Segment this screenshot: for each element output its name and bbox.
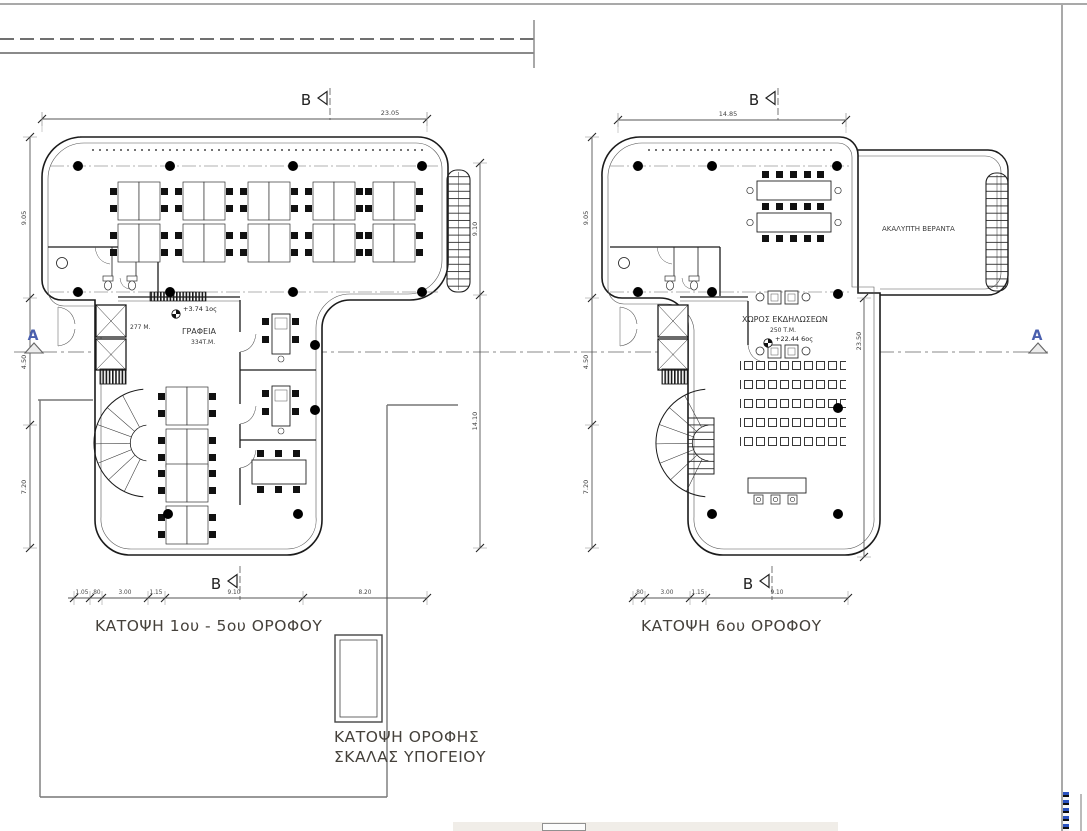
level-mark: +3.74 1ος	[183, 305, 217, 313]
right-plan: ΑΚΑΛΥΠΤΗ ΒΕΡΑΝΤΑ +22.44 6ος ΧΩΡΟΣ ΕΚΔΗΛΩ…	[601, 136, 1009, 556]
sheet-border	[0, 3, 1087, 831]
dim-label: 1.05	[76, 590, 89, 596]
section-b-arrow-icon	[226, 573, 238, 589]
bottom-ui-button[interactable]	[542, 823, 586, 831]
dim-label: 14.85	[719, 110, 738, 118]
dim-label: 14.10	[471, 412, 479, 431]
interior-walls	[680, 296, 765, 363]
section-a-arrow-icon	[23, 342, 45, 354]
level-marker-icon	[171, 309, 181, 319]
bottom-ui-strip	[453, 822, 838, 831]
theater-seats	[740, 361, 846, 447]
level-mark: +22.44 6ος	[775, 335, 813, 343]
dim-label: 9.05	[582, 211, 590, 225]
section-b-bottom-left: B	[211, 575, 221, 593]
dim-label: 8.20	[359, 590, 372, 596]
section-b-top-right: B	[749, 91, 759, 109]
room-label: ΓΡΑΦΕΙΑ	[182, 327, 216, 336]
veranda-label: ΑΚΑΛΥΠΤΗ ΒΕΡΑΝΤΑ	[882, 225, 955, 233]
straight-stair	[687, 417, 715, 475]
dim-label: 4.50	[20, 355, 28, 369]
dim-label: 7.20	[20, 480, 28, 494]
event-hall-furniture	[740, 170, 846, 505]
dim-label: 4.50	[582, 355, 590, 369]
core-area: 277 Μ.	[130, 324, 151, 331]
stair-roof-title-line1: ΚΑΤΟΨΗ ΟΡΟΦΗΣ	[334, 728, 479, 746]
dim-label: 9.05	[20, 211, 28, 225]
dim-label: 9.10	[771, 590, 784, 596]
cad-dashed-line-artifact	[1063, 792, 1069, 831]
dim-label: 3.00	[661, 590, 674, 596]
site-boundary	[0, 20, 535, 798]
dim-label: 1.15	[150, 590, 163, 596]
podium-table	[747, 477, 807, 494]
dim-label: .80	[91, 590, 101, 596]
columns	[633, 161, 843, 519]
dim-label: .80	[634, 590, 644, 596]
stair-roof-title-line2: ΣΚΑΛΑΣ ΥΠΟΓΕΙΟΥ	[334, 748, 486, 766]
room-label: ΧΩΡΟΣ ΕΚΔΗΛΩΣΕΩΝ	[742, 315, 828, 324]
dim-label: 3.00	[119, 590, 132, 596]
basement-stair-roof-plan: ΚΑΤΟΨΗ ΟΡΟΦΗΣ ΣΚΑΛΑΣ ΥΠΟΓΕΙΟΥ	[334, 634, 486, 766]
section-a-left: A	[28, 328, 39, 344]
dim-label: 9.10	[228, 590, 241, 596]
interior-walls	[118, 291, 316, 505]
left-plan-dimensions: 23.05 9.05 4.50 7.20 9.10 14.10 1.05 .80…	[20, 109, 488, 606]
dim-label: 1.15	[692, 590, 705, 596]
dim-label: 9.10	[471, 222, 479, 236]
columns	[73, 161, 427, 519]
bottom-right-line	[1080, 794, 1082, 831]
section-b-arrow-icon	[758, 573, 770, 589]
room-area: 334Τ.Μ.	[191, 339, 215, 346]
right-plan-outline	[601, 136, 881, 556]
dim-label: 7.20	[582, 480, 590, 494]
left-plan-title: ΚΑΤΟΨΗ 1ου - 5ου ΟΡΟΦΟΥ	[95, 617, 322, 635]
right-plan-title: ΚΑΤΟΨΗ 6ου ΟΡΟΦΟΥ	[641, 617, 822, 635]
dim-label: 23.50	[855, 332, 863, 351]
level-marker-icon	[763, 338, 773, 348]
section-b-arrow-icon	[316, 90, 328, 106]
dim-label: 23.05	[381, 109, 400, 117]
left-plan: +3.74 1ος ΓΡΑΦΕΙΑ 334Τ.Μ. 277 Μ.	[41, 136, 471, 556]
right-plan-dimensions: 14.85 9.05 4.50 7.20 23.50 .80 3.00 1.15…	[582, 110, 872, 606]
section-b-bottom-right: B	[743, 575, 753, 593]
section-b-top-left: B	[301, 91, 311, 109]
section-markers: B B B B A A	[23, 88, 1049, 600]
section-a-right: A	[1032, 328, 1043, 344]
section-b-arrow-icon	[764, 90, 776, 106]
section-a-arrow-icon	[1027, 342, 1049, 354]
room-area: 250 Τ.Μ.	[770, 327, 796, 334]
